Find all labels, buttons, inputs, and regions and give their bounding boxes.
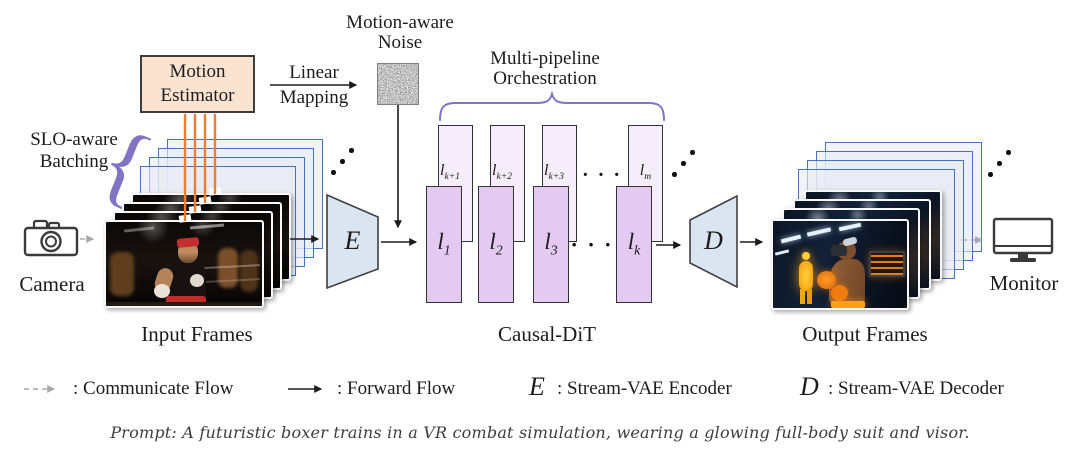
monitor-icon — [992, 217, 1054, 262]
glowing-shorts — [831, 301, 865, 308]
multi-pipeline-brace-icon — [439, 90, 665, 121]
multi-pipeline-label-line1: Multi-pipeline — [490, 48, 600, 69]
legend-forward-label: : Forward Flow — [337, 378, 456, 399]
noise-texture — [378, 64, 418, 104]
vr-screen — [869, 251, 905, 277]
heavy-bag — [218, 248, 238, 288]
prompt-caption: Prompt: A futuristic boxer trains in a V… — [110, 423, 970, 442]
hand-wrap — [154, 284, 170, 298]
boxing-glove — [831, 285, 848, 301]
linear-mapping-label-line2: Mapping — [279, 87, 349, 108]
glow-figure-body — [799, 261, 813, 291]
ceiling-light — [806, 227, 832, 237]
boxing-glove — [817, 271, 836, 289]
legend-communicate-label: : Communicate Flow — [73, 378, 234, 399]
red-shorts — [166, 296, 206, 306]
input-photo-front — [104, 220, 264, 308]
motion-noise-square — [377, 63, 419, 105]
multi-pipeline-label-line2: Orchestration — [493, 68, 597, 89]
ellipsis-front-blocks: · · · — [570, 232, 614, 257]
ceiling-light — [123, 226, 155, 233]
motion-noise-label-line1: Motion-aware — [346, 12, 454, 33]
camera-label: Camera — [19, 272, 85, 296]
slo-batching-label-line1: SLO-aware — [30, 129, 118, 150]
output-photo-front — [771, 219, 909, 310]
legend-encoder-symbol: E — [529, 372, 545, 401]
output-frames-label: Output Frames — [802, 322, 928, 346]
glow-figure-leg — [807, 289, 812, 304]
motion-estimator-label-line1: Motion — [169, 61, 226, 83]
dit-block-l2: l2 — [478, 186, 514, 303]
causal-dit-label: Causal-DiT — [498, 322, 596, 346]
ceiling-light — [774, 249, 790, 256]
ellipsis-back-blocks: · · · — [581, 164, 622, 186]
dit-block-l3: l3 — [533, 186, 569, 303]
monitor-label: Monitor — [989, 271, 1059, 295]
motion-estimator-label-line2: Estimator — [160, 85, 235, 106]
legend-decoder-label: : Stream-VAE Decoder — [828, 378, 1004, 399]
vr-visor — [831, 245, 847, 256]
camera-icon — [23, 219, 79, 257]
glow-figure-head — [802, 252, 810, 260]
ceiling-light — [838, 222, 862, 232]
heavy-bag — [240, 250, 258, 292]
motion-estimator-box: Motion Estimator — [140, 55, 255, 113]
hand-wrap — [190, 274, 204, 287]
gym-floor — [106, 302, 262, 306]
linear-mapping-label-line1: Linear — [289, 62, 339, 83]
encoder-symbol: E — [344, 226, 361, 255]
slo-batching-label-line2: Batching — [39, 151, 109, 172]
dit-block-l1: l1 — [426, 186, 462, 303]
ceiling-light — [780, 234, 802, 244]
input-frames-label: Input Frames — [141, 322, 253, 346]
heavy-bag — [110, 252, 134, 296]
dit-block-lk: lk — [616, 186, 652, 303]
legend-decoder-symbol: D — [800, 372, 819, 401]
ceiling-light — [189, 223, 225, 230]
decoder-symbol: D — [704, 226, 723, 255]
red-headband — [176, 237, 200, 248]
legend-encoder-label: : Stream-VAE Encoder — [557, 378, 732, 399]
glow-figure-leg — [800, 289, 805, 304]
motion-noise-label-line2: Noise — [377, 32, 423, 53]
